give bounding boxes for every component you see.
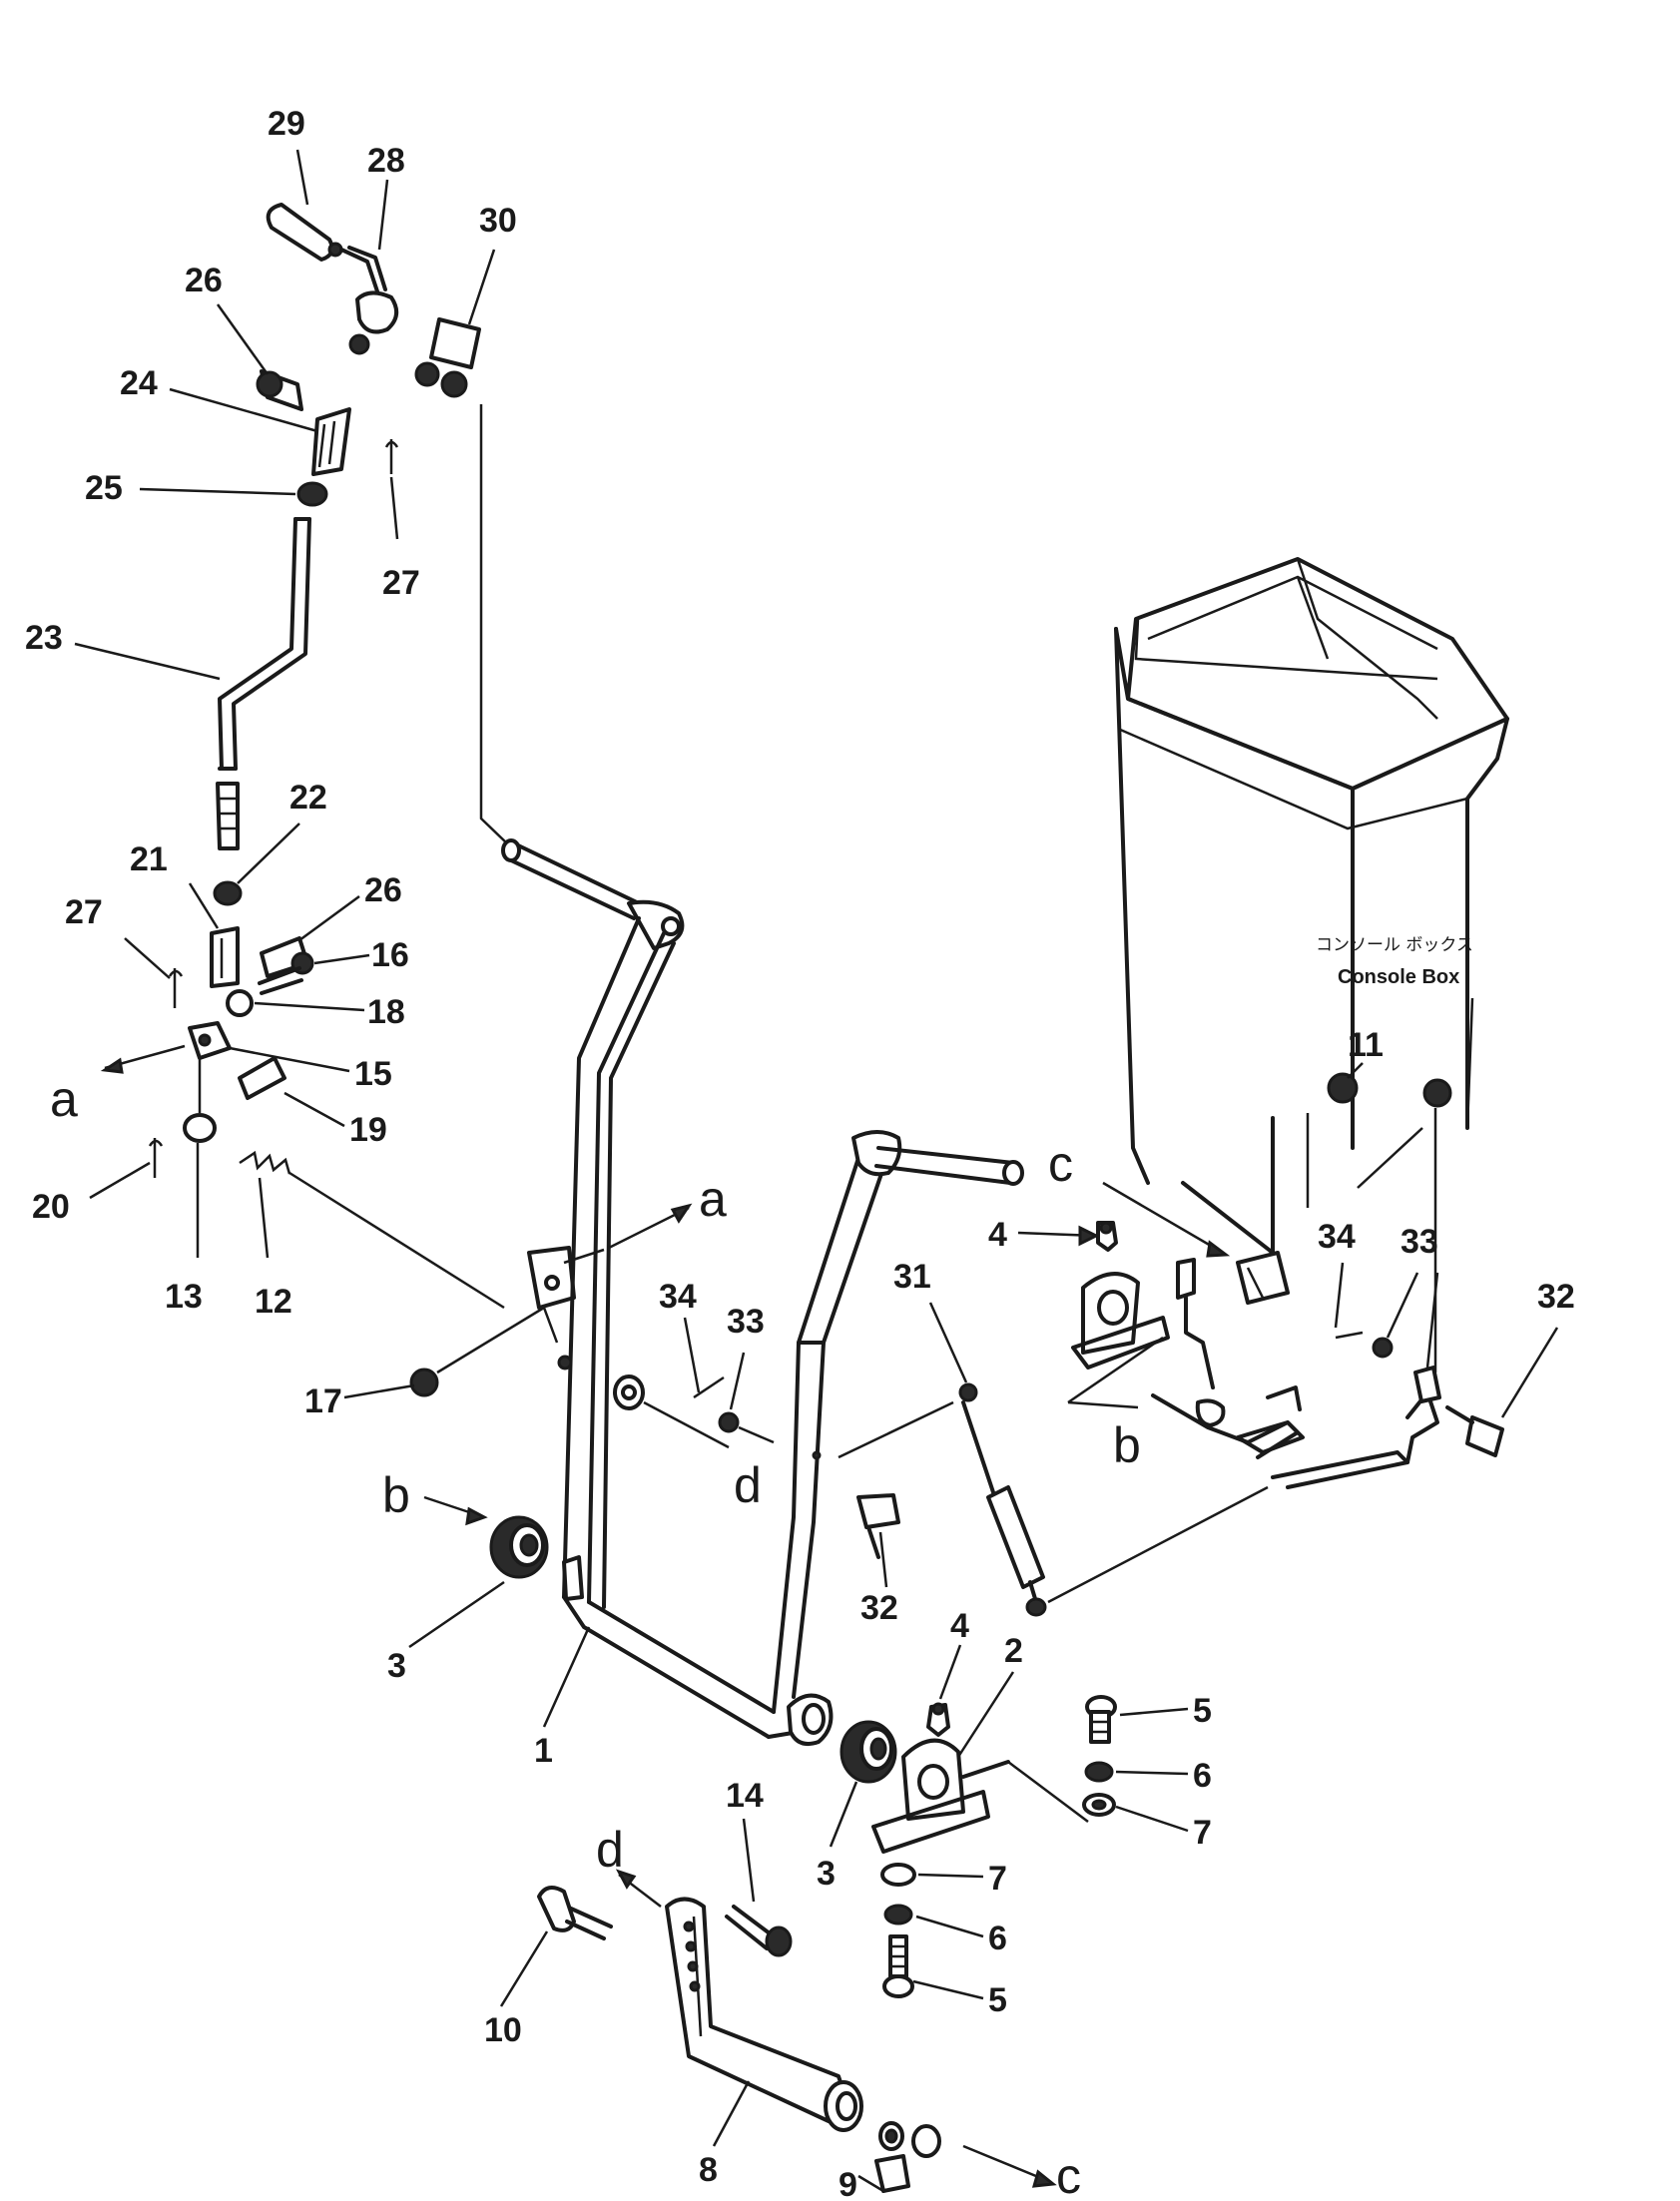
part-number-14: 14	[726, 1777, 764, 1815]
part-number-4: 4	[988, 1216, 1007, 1254]
part-number-28: 28	[367, 142, 405, 180]
part-number-labels: 29 28 30 26 24 25 27 23 22 21 27 26 16 1…	[25, 105, 1575, 2201]
part-number-32: 32	[860, 1589, 898, 1627]
console-box-label-en: Console Box	[1338, 966, 1459, 988]
lever-assembly-drawing	[148, 203, 576, 1397]
console-box-label: コンソール ボックス Console Box	[1316, 935, 1473, 988]
part-number-33-right: 33	[1400, 1223, 1438, 1261]
part-number-27: 27	[382, 564, 420, 602]
part-number-34: 34	[659, 1278, 697, 1316]
part-number-13: 13	[165, 1278, 203, 1316]
part-number-29: 29	[268, 105, 305, 143]
part-number-26: 26	[185, 262, 223, 299]
part-number-9: 9	[839, 2166, 857, 2201]
part-number-18: 18	[367, 993, 405, 1031]
part-number-6: 6	[1193, 1757, 1212, 1795]
part-number-17: 17	[304, 1382, 342, 1420]
reference-letter-a-left: a	[50, 1071, 78, 1127]
part-number-12: 12	[255, 1283, 292, 1321]
main-lever-drawing	[501, 838, 1024, 1746]
part-number-25: 25	[85, 469, 123, 507]
part-number-11: 11	[1348, 1026, 1384, 1064]
reference-letters: a a b b c c d d	[50, 1071, 1141, 2201]
part-number-24: 24	[120, 364, 158, 402]
reference-letter-d-middle: d	[734, 1457, 762, 1513]
part-number-4-lower: 4	[950, 1607, 969, 1645]
part-number-5: 5	[1193, 1692, 1212, 1730]
part-number-16: 16	[371, 936, 409, 974]
part-number-20: 20	[32, 1188, 70, 1226]
leader-lines	[74, 149, 1559, 2193]
bracket-2-drawing	[871, 1221, 1170, 1998]
bushings-drawing	[489, 1382, 1504, 1784]
part-number-27-lower: 27	[65, 893, 103, 931]
part-number-33: 33	[727, 1303, 765, 1341]
reference-letter-b-left: b	[382, 1467, 410, 1523]
reference-letter-d-lower: d	[596, 1822, 624, 1878]
pedal-8-drawing	[537, 1886, 941, 2193]
part-number-22: 22	[289, 779, 327, 817]
part-number-34-right: 34	[1318, 1218, 1356, 1256]
part-number-31: 31	[893, 1258, 931, 1296]
part-number-19: 19	[349, 1111, 387, 1149]
part-number-3-lower: 3	[817, 1855, 836, 1893]
part-number-5-lower: 5	[988, 1981, 1007, 2019]
part-number-15: 15	[354, 1055, 392, 1093]
reference-letter-c-lower: c	[1056, 2148, 1081, 2201]
part-number-30: 30	[479, 202, 517, 240]
console-box-label-jp: コンソール ボックス	[1316, 935, 1473, 955]
reference-letter-a-right: a	[699, 1171, 727, 1227]
console-box-drawing	[1114, 557, 1509, 1489]
reference-letter-b-right: b	[1113, 1417, 1141, 1473]
reference-letter-c-upper: c	[1048, 1136, 1073, 1192]
part-number-10: 10	[484, 2011, 522, 2049]
part-number-32-right: 32	[1537, 1278, 1575, 1316]
part-number-7: 7	[1193, 1814, 1212, 1852]
part-number-6-lower: 6	[988, 1920, 1007, 1957]
part-number-7-lower: 7	[988, 1860, 1007, 1898]
part-number-3: 3	[387, 1647, 406, 1685]
part-number-26-lower: 26	[364, 871, 402, 909]
part-number-8: 8	[699, 2151, 718, 2189]
part-number-23: 23	[25, 619, 63, 657]
part-number-2: 2	[1004, 1632, 1023, 1670]
part-number-21: 21	[130, 840, 168, 878]
part-number-1: 1	[534, 1732, 553, 1770]
